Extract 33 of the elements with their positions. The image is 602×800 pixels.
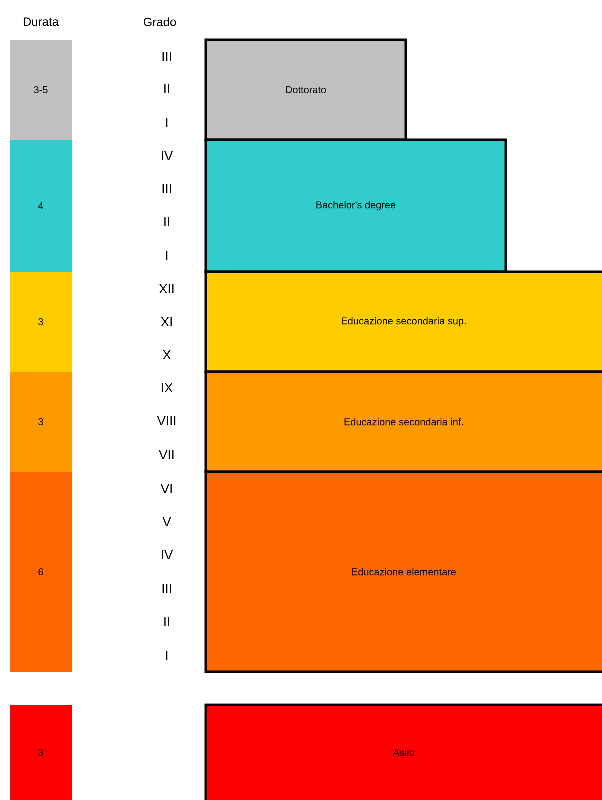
grade-label: I [166,252,168,260]
grade-label: V [162,518,172,526]
duration-bar: 3 [10,705,72,800]
stage-box: Asilo [204,704,602,800]
duration-bar: 4 [10,140,72,272]
grade-label: XII [159,284,174,294]
grade-label: XI [161,318,172,326]
duration-bar: 3 [10,372,72,472]
grade-label: VIII [157,416,176,426]
column-header: Durata [24,18,59,26]
stage-box: Dottorato [204,38,408,142]
grade-label: VI [160,484,172,494]
duration-bar: 6 [10,472,72,672]
grade-label: VII [159,450,174,460]
grade-label: I [166,118,168,128]
column-header: Grado [144,18,176,26]
stage-box: Educazione secondaria sup. [204,270,602,374]
stage-box: Bachelor's degree [204,138,508,274]
grade-label: III [162,584,172,594]
grade-label: I [166,652,168,660]
grade-label: II [164,618,170,626]
grade-label: II [164,84,170,94]
grade-label: III [162,184,172,194]
grade-label: IV [162,152,174,160]
grade-label: IX [162,384,173,392]
duration-bar: 3 [10,272,72,372]
grade-label: II [164,218,170,226]
duration-bar: 3-5 [10,40,72,140]
stage-box: Educazione elementare [204,470,602,674]
grade-label: IV [162,550,174,560]
grade-label: X [162,350,172,360]
grade-label: III [162,52,172,62]
stage-box: Educazione secondaria inf. [204,370,602,474]
